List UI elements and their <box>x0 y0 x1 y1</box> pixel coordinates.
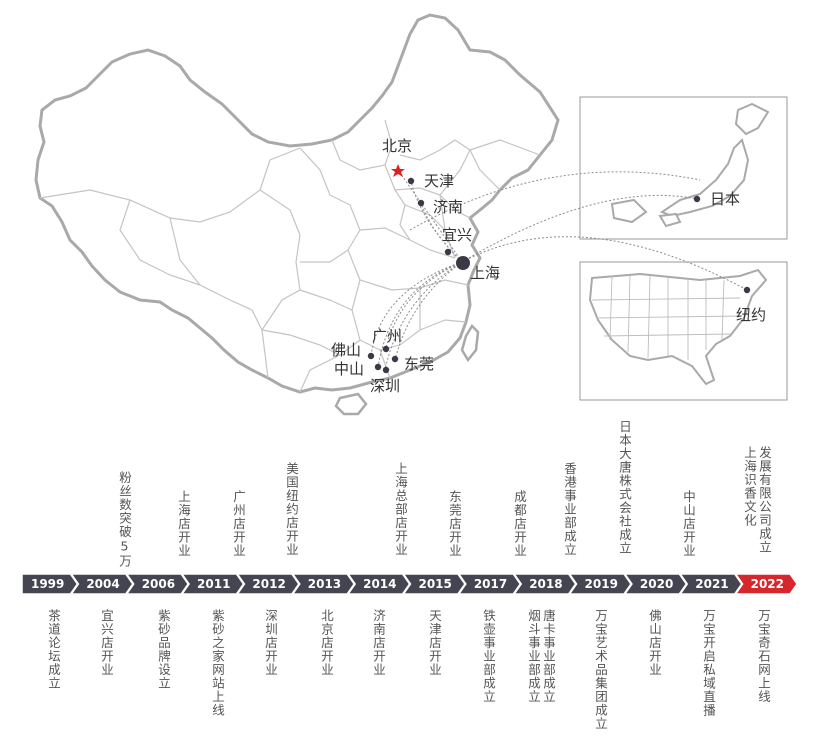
milestone-below-2012: 深圳店开业 <box>263 609 278 677</box>
timeline-segment-2014 <box>347 574 411 594</box>
timeline-year-1999: 1999 <box>31 577 64 591</box>
timeline-segment-2021 <box>679 574 743 594</box>
japan-dot <box>693 195 701 203</box>
timeline-year-2006: 2006 <box>142 577 175 591</box>
route-lines <box>370 169 748 371</box>
city-label-beijing: 北京 <box>382 137 412 155</box>
taiwan-island <box>460 323 480 363</box>
timeline-segment-2022 <box>734 574 797 594</box>
timeline-year-2017: 2017 <box>474 577 507 591</box>
jinan-dot <box>417 199 425 207</box>
city-label-jinan: 济南 <box>433 198 463 216</box>
milestone-below-2019: 万宝艺术品集团成立 <box>593 609 608 731</box>
timeline-year-2014: 2014 <box>363 577 396 591</box>
city-label-foshan: 佛山 <box>331 341 361 359</box>
milestone-above-2018-chengdu: 成都店开业 <box>512 490 527 558</box>
milestone-below-2014: 济南店开业 <box>371 609 386 677</box>
timeline-segment-2013 <box>291 574 356 594</box>
japan-shape <box>610 102 770 228</box>
milestone-above-2015: 东莞店开业 <box>447 490 462 558</box>
yixing-dot <box>444 248 452 256</box>
milestone-below-2011: 紫砂之家网站上线 <box>210 609 225 717</box>
timeline-year-2004: 2004 <box>86 577 119 591</box>
timeline-year-2011: 2011 <box>197 577 230 591</box>
shanghai-dot <box>456 256 470 270</box>
timeline-segment-2015 <box>402 574 466 594</box>
shenzhen-dot <box>382 366 390 374</box>
timeline-segment-1999 <box>22 574 79 594</box>
city-dots <box>367 177 751 374</box>
milestone-below-1999: 茶道论坛成立 <box>46 609 61 690</box>
timeline-year-2013: 2013 <box>308 577 341 591</box>
milestone-above-2022-line1: 发展有限公司成立 <box>757 446 772 554</box>
timeline-segment-2019 <box>568 574 632 594</box>
timeline-year-2015: 2015 <box>418 577 451 591</box>
timeline-segment-2020 <box>624 574 688 594</box>
timeline-segment-2011 <box>181 574 245 594</box>
milestone-below-2018-line1: 唐卡事业部成立 <box>541 609 556 704</box>
timeline-bar: 1999 2004 2006 2011 2012 2013 2014 2015 2017 2018… <box>22 574 797 594</box>
city-label-yixing: 宜兴 <box>442 226 472 244</box>
milestone-below-2013: 北京店开业 <box>319 609 334 677</box>
timeline-year-2019: 2019 <box>585 577 618 591</box>
milestone-above-2019: 日本大唐株式会社成立 <box>617 420 632 555</box>
milestone-below-2018-line2: 烟斗事业部成立 <box>526 609 541 704</box>
milestone-above-2011: 广州店开业 <box>231 490 246 558</box>
milestone-below-2004: 宜兴店开业 <box>99 609 114 677</box>
city-label-shanghai: 上海 <box>470 264 500 282</box>
guangzhou-dot <box>382 345 390 353</box>
china-map: 北京 天津 济南 宜兴 上海 广州 佛山 东莞 中山 深圳 日本 纽约 <box>34 13 788 416</box>
hainan-island <box>334 392 368 416</box>
milestone-above-2006: 上海店开业 <box>176 490 191 558</box>
newyork-dot <box>743 286 751 294</box>
city-label-tianjin: 天津 <box>424 172 454 190</box>
timeline-year-2018: 2018 <box>529 577 562 591</box>
intl-label-newyork: 纽约 <box>736 306 766 324</box>
milestone-below-2006: 紫砂品牌设立 <box>156 609 171 690</box>
timeline-year-2021: 2021 <box>695 577 728 591</box>
tianjin-dot <box>407 177 415 185</box>
milestone-below-2015: 天津店开业 <box>427 609 442 677</box>
milestone-above-2004: 粉丝数突破5万 <box>117 471 132 568</box>
milestone-below-2022: 万宝奇石网上线 <box>756 609 771 704</box>
milestone-above-2012: 美国纽约店开业 <box>284 462 299 557</box>
timeline-segment-2018 <box>513 574 577 594</box>
city-label-dongguan: 东莞 <box>404 355 434 373</box>
zhongshan-dot <box>374 363 382 371</box>
timeline-year-2022: 2022 <box>751 577 784 591</box>
timeline-year-2020: 2020 <box>640 577 673 591</box>
usa-state-lines <box>591 274 743 360</box>
milestone-above-2022: 发展有限公司成立 上海识香文化 <box>742 446 772 554</box>
milestone-below-2018: 唐卡事业部成立 烟斗事业部成立 <box>526 609 556 704</box>
milestone-below-2017: 铁壶事业部成立 <box>481 609 496 704</box>
intl-label-japan: 日本 <box>710 190 740 208</box>
milestone-above-2018-hongkong: 香港事业部成立 <box>562 462 577 557</box>
milestone-above-2014: 上海总部店开业 <box>393 462 408 557</box>
city-label-zhongshan: 中山 <box>334 360 364 378</box>
milestone-above-2022-line2: 上海识香文化 <box>742 446 757 527</box>
milestone-below-2021: 万宝开启私域直播 <box>701 609 716 717</box>
beijing-star-icon <box>391 164 405 177</box>
china-outline <box>34 13 560 394</box>
timeline-year-2012: 2012 <box>252 577 285 591</box>
milestone-below-2020: 佛山店开业 <box>647 609 662 677</box>
foshan-dot <box>367 352 375 360</box>
timeline-segment-2012 <box>236 574 300 594</box>
timeline-segment-2017 <box>457 574 522 594</box>
timeline-segment-2006 <box>125 574 189 594</box>
city-label-guangzhou: 广州 <box>372 327 402 345</box>
milestone-above-2021: 中山店开业 <box>681 490 696 558</box>
city-label-shenzhen: 深圳 <box>370 377 400 395</box>
dongguan-dot <box>391 355 399 363</box>
timeline-segment-2004 <box>70 574 134 594</box>
